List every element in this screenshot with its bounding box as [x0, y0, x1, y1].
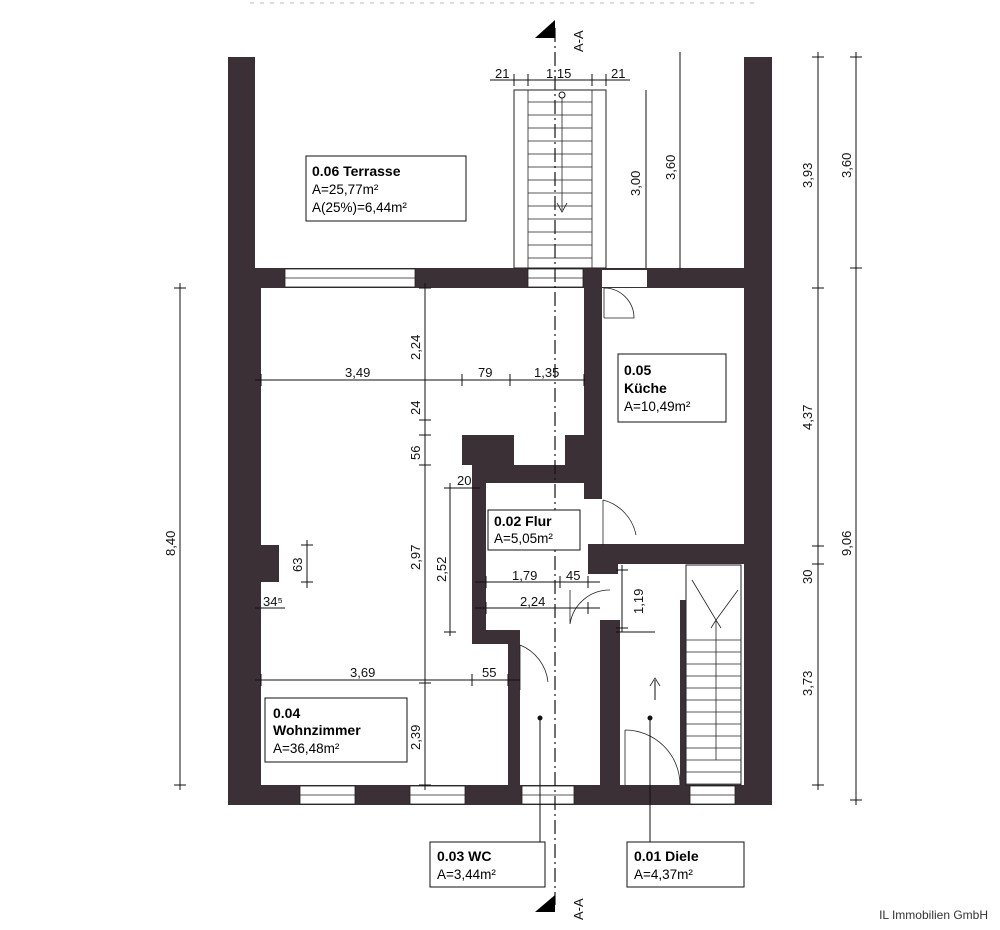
dim-v-119: 1,19 [631, 589, 646, 614]
room-kueche-name: Küche [624, 380, 667, 396]
footer-company: IL Immobilien GmbH [879, 908, 988, 922]
room-terrasse-area25: A(25%)=6,44m² [312, 200, 407, 215]
dim-v-239: 2,39 [408, 725, 423, 750]
dim-right-373: 3,73 [800, 671, 815, 696]
dim-w-135: 1,35 [534, 365, 559, 380]
dim-w-345: 34⁵ [263, 594, 283, 609]
room-wohnzimmer-area: A=36,48m² [273, 741, 340, 756]
dim-right-30: 30 [800, 570, 815, 584]
walls [228, 57, 772, 805]
dim-w-369: 3,69 [350, 665, 375, 680]
room-diele: 0.01 Diele A=4,37m² [626, 841, 745, 888]
room-wohnzimmer-name: Wohnzimmer [273, 722, 361, 738]
dim-w-55: 55 [482, 665, 496, 680]
dim-v-24: 24 [408, 401, 423, 415]
dim-stair-w3: 21 [611, 66, 625, 81]
room-wohnzimmer: 0.04 Wohnzimmer A=36,48m² [264, 697, 408, 763]
dim-w-224: 2,24 [520, 594, 545, 609]
room-wohnzimmer-num: 0.04 [273, 705, 300, 721]
dimension-lines [174, 52, 862, 845]
terrace-stair [513, 89, 607, 269]
dim-w-179: 1,79 [512, 568, 537, 583]
dim-w-79: 79 [478, 365, 492, 380]
dim-w-349: 3,49 [345, 365, 370, 380]
interior-stair [685, 564, 742, 786]
room-diele-title: 0.01 Diele [634, 848, 699, 864]
dim-stair-len: 3,00 [628, 171, 643, 196]
dim-right-906: 9,06 [839, 531, 854, 556]
doors [519, 287, 681, 786]
dim-left-840: 8,40 [163, 531, 178, 556]
section-label-top: A-A [571, 30, 586, 52]
section-axis [535, 20, 556, 912]
dim-w-45: 45 [566, 568, 580, 583]
dim-v-56: 56 [408, 446, 423, 460]
room-wc-title: 0.03 WC [437, 848, 491, 864]
dim-terrace-depth: 3,60 [663, 155, 678, 180]
room-flur: 0.02 Flur A=5,05m² [487, 509, 581, 551]
dim-stair-w1: 21 [495, 66, 509, 81]
room-flur-title: 0.02 Flur [494, 513, 552, 529]
dim-right-437: 4,37 [800, 405, 815, 430]
room-terrasse-area: A=25,77m² [312, 182, 379, 197]
dim-v-63: 63 [290, 558, 305, 572]
section-label-bottom: A-A [571, 898, 586, 920]
room-kueche-area: A=10,49m² [624, 399, 691, 414]
dim-v-20: 20 [457, 473, 471, 488]
dim-right-393: 3,93 [800, 163, 815, 188]
room-terrasse-title: 0.06 Terrasse [312, 163, 401, 179]
dim-v-224: 2,24 [408, 335, 423, 360]
dim-right-360: 3,60 [839, 153, 854, 178]
room-terrasse: 0.06 Terrasse A=25,77m² A(25%)=6,44m² [305, 155, 467, 222]
dim-v-252: 2,52 [434, 557, 449, 582]
room-flur-area: A=5,05m² [494, 531, 553, 546]
room-kueche: 0.05 Küche A=10,49m² [617, 353, 727, 423]
dim-v-297: 2,97 [408, 545, 423, 570]
room-wc: 0.03 WC A=3,44m² [429, 841, 546, 888]
room-kueche-num: 0.05 [624, 362, 651, 378]
room-diele-area: A=4,37m² [634, 867, 693, 882]
room-wc-area: A=3,44m² [437, 867, 496, 882]
dim-stair-w2: 1,15 [546, 66, 571, 81]
